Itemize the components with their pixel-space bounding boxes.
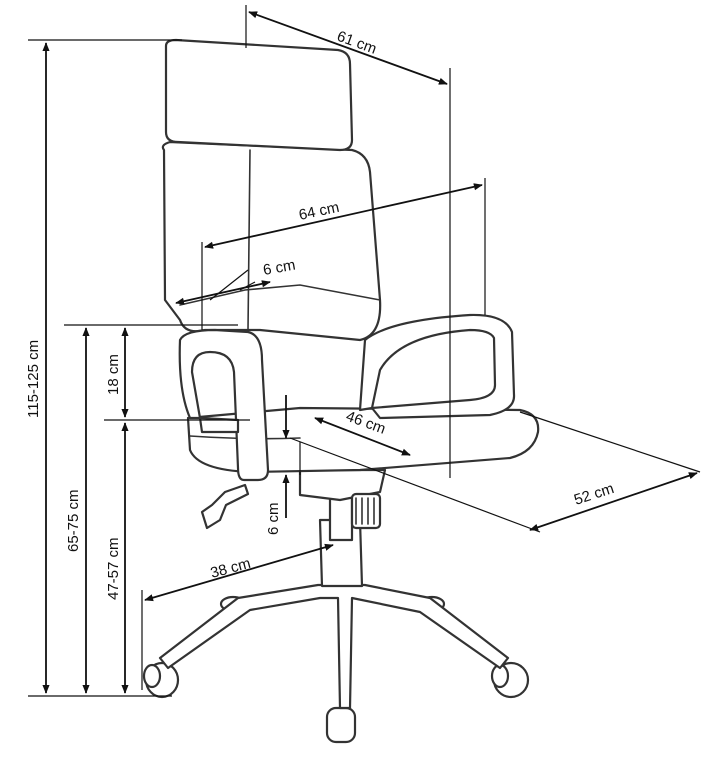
dim-line-arm-thickness bbox=[175, 280, 271, 305]
back-frame bbox=[358, 313, 516, 420]
label-arm-floor-height: 65-75 cm bbox=[65, 489, 82, 552]
chair-drawing bbox=[142, 38, 540, 744]
label-seat-height: 47-57 cm bbox=[105, 537, 122, 600]
backrest bbox=[161, 140, 382, 342]
height-lever bbox=[200, 483, 250, 530]
label-total-height: 115-125 cm bbox=[25, 340, 42, 418]
dim-line-seat-depth bbox=[314, 417, 411, 456]
star-base bbox=[158, 583, 510, 710]
cylinder-cover bbox=[328, 493, 354, 542]
label-arm-thickness: 6 cm bbox=[262, 257, 297, 279]
dim-line-base-radius bbox=[144, 543, 334, 602]
caster-wheels bbox=[142, 595, 530, 744]
dim-line-top-width bbox=[248, 11, 448, 85]
dimension-lines bbox=[28, 5, 701, 697]
label-seat-width: 52 cm bbox=[572, 480, 616, 509]
dim-line-seat-width bbox=[529, 472, 698, 531]
tension-knob bbox=[350, 492, 382, 530]
dim-line-arm-width bbox=[204, 183, 483, 249]
label-base-radius: 38 cm bbox=[209, 555, 253, 582]
headrest bbox=[164, 38, 354, 152]
label-seat-thickness: 6 cm bbox=[265, 502, 282, 535]
label-armrest-height: 18 cm bbox=[105, 354, 122, 395]
armrest bbox=[178, 328, 270, 482]
